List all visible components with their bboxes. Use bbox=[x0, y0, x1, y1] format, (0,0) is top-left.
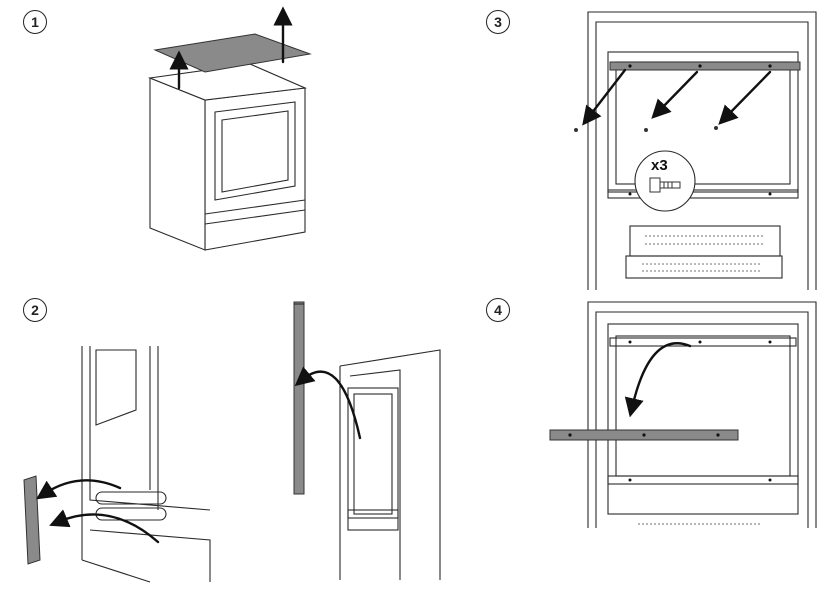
step-4-panel: 4 bbox=[420, 290, 833, 598]
step-number-badge: 4 bbox=[486, 298, 510, 322]
step-4-illustration bbox=[549, 301, 817, 528]
step-number-badge: 3 bbox=[486, 10, 510, 34]
remove-screw-arrow bbox=[718, 70, 772, 125]
remove-screw-arrow bbox=[651, 70, 699, 119]
top-bracket bbox=[609, 61, 801, 71]
step-2-panel: 2 bbox=[0, 290, 441, 598]
remove-arrow bbox=[294, 366, 362, 440]
screw-quantity-callout bbox=[634, 150, 696, 212]
cabinet-side bbox=[149, 77, 206, 251]
door-panel bbox=[293, 301, 305, 495]
step-2-illustration-right bbox=[293, 301, 441, 580]
remove-screw-arrow bbox=[582, 68, 627, 126]
quantity-label: x3 bbox=[651, 157, 668, 174]
screw bbox=[574, 128, 578, 132]
screw bbox=[644, 128, 648, 132]
step-number-badge: 1 bbox=[23, 10, 47, 34]
screw-icon bbox=[649, 177, 681, 193]
cabinet-front bbox=[204, 87, 306, 251]
step-1-illustration bbox=[147, 6, 312, 251]
step-3-panel: 3 x3 bbox=[420, 0, 833, 290]
step-3-illustration: x3 bbox=[574, 11, 817, 290]
remove-arrow bbox=[36, 479, 122, 500]
heater-grille bbox=[645, 235, 765, 245]
door-strip bbox=[23, 475, 41, 565]
step-number-badge: 2 bbox=[23, 298, 47, 322]
step-2-illustration-left bbox=[23, 346, 211, 583]
remove-arrow bbox=[49, 509, 160, 544]
screw bbox=[714, 126, 718, 130]
step-1-panel: 1 bbox=[0, 0, 420, 290]
remove-bracket-arrow bbox=[624, 342, 692, 418]
glass-window bbox=[214, 101, 296, 201]
